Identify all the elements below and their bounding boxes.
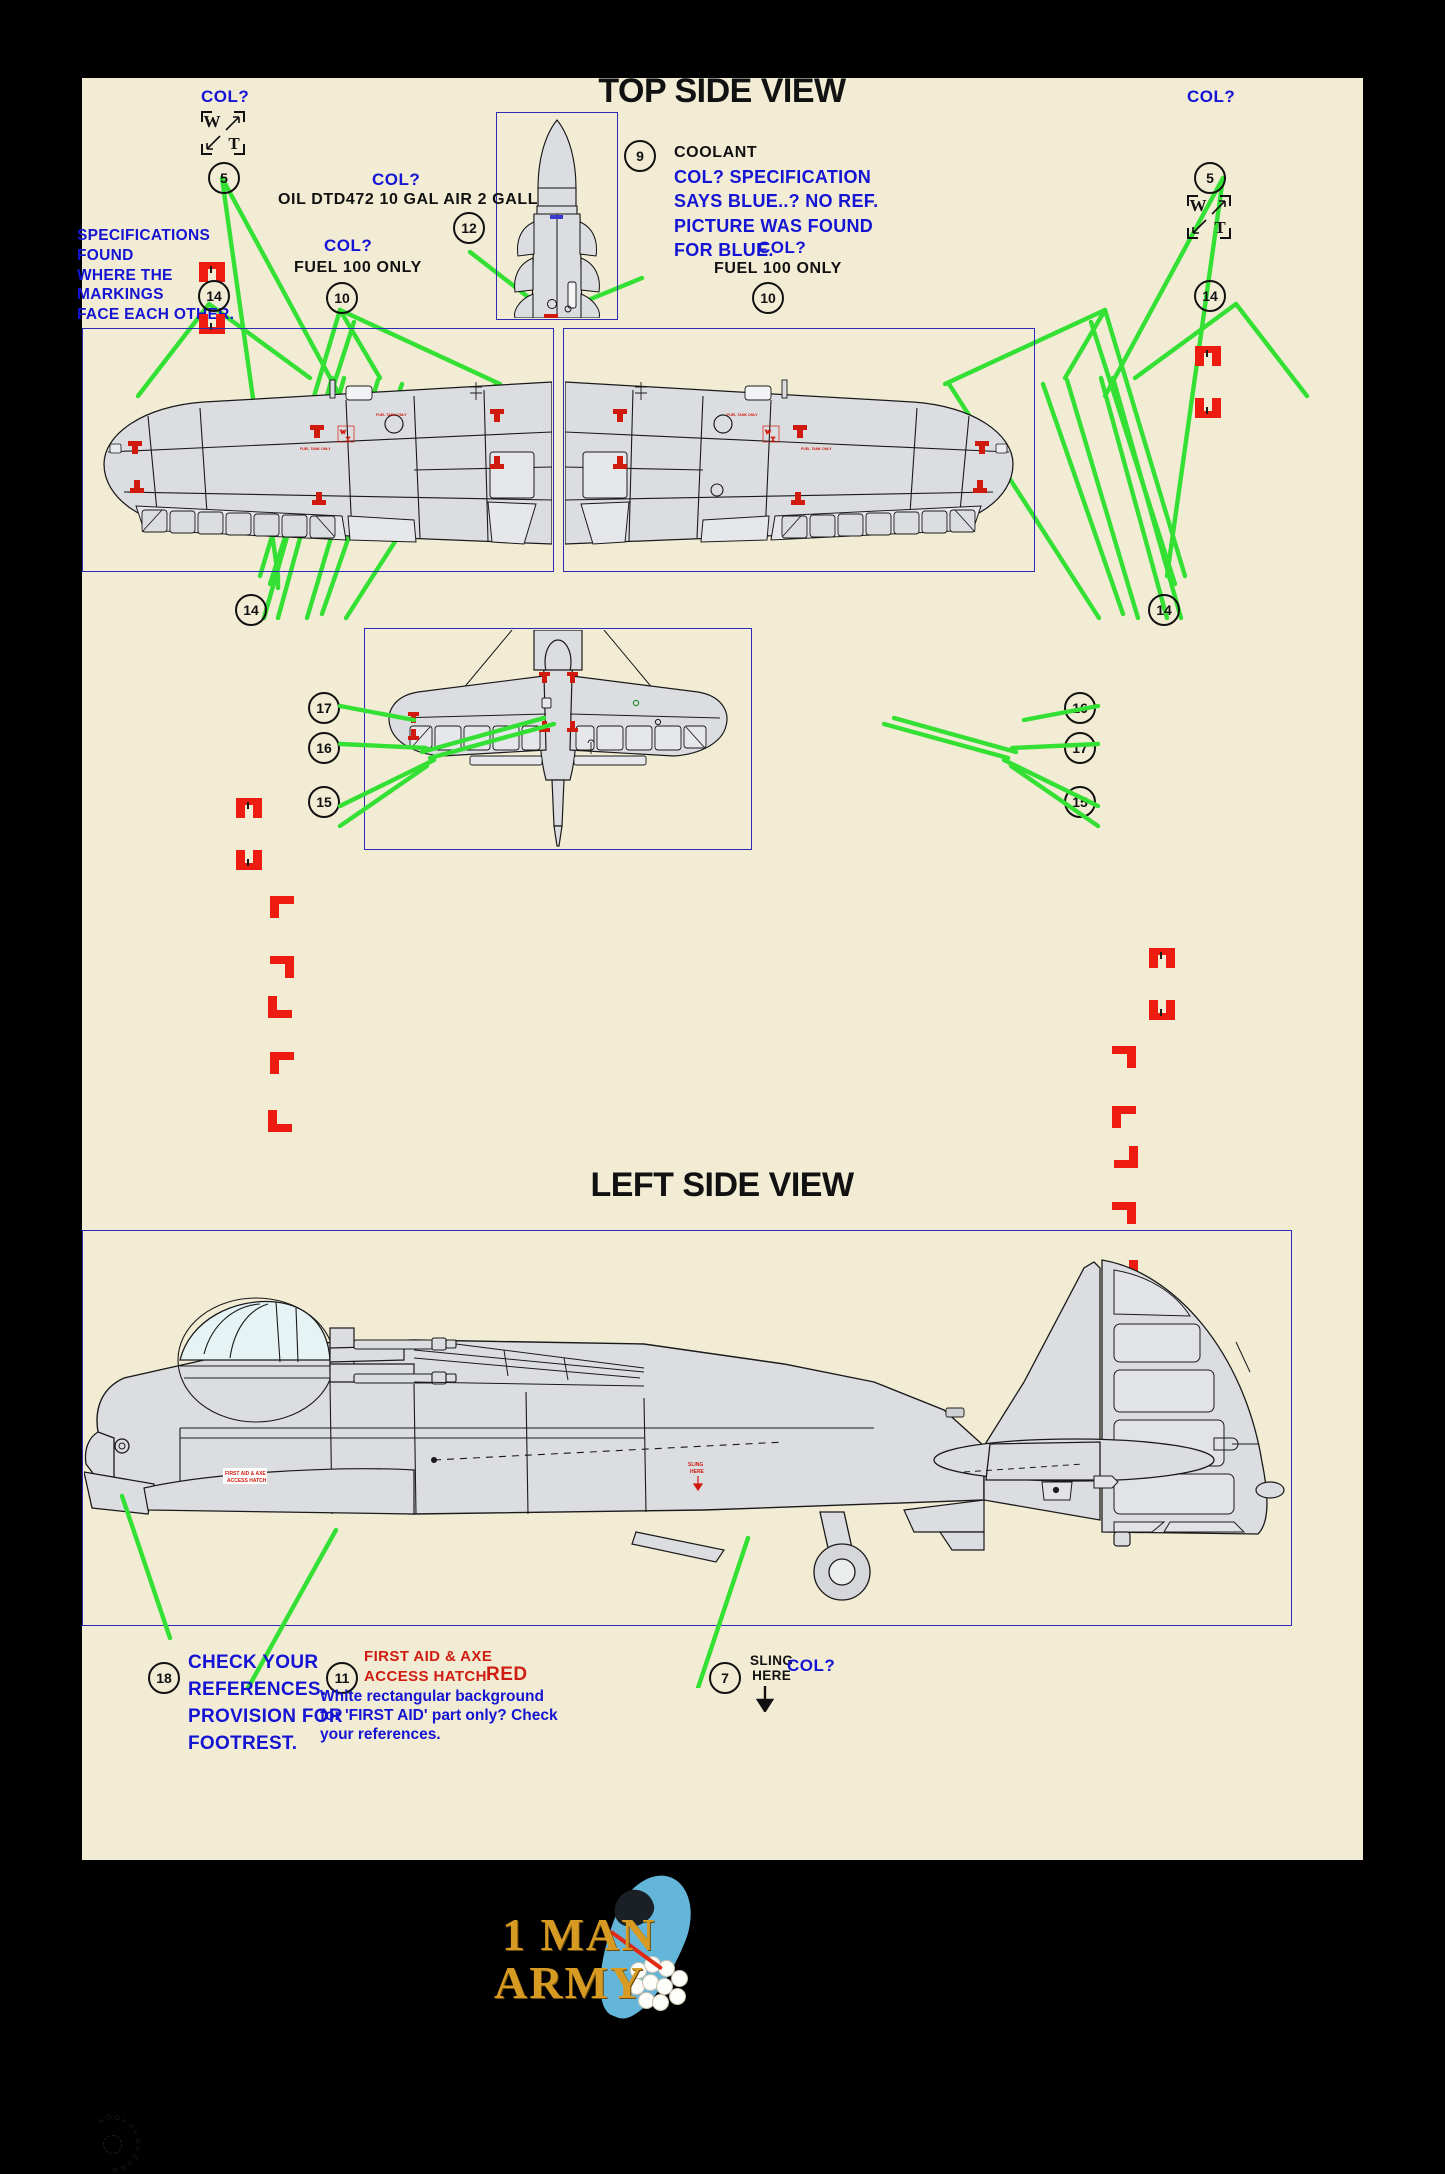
- callout-lines-top: [135, 175, 1310, 591]
- fuel-spec-label-left: FUEL 100 ONLY: [294, 259, 422, 276]
- left-wing-drawing: FUEL TANK ONLY FUEL TANK ONLY W T: [103, 379, 552, 545]
- callout-bubble-14-wing-left[interactable]: 14: [235, 594, 267, 626]
- red-bracket-left-lower: [199, 314, 225, 334]
- wt-stencil-left: W T: [201, 111, 245, 155]
- col-label-oil: COL?: [372, 170, 421, 189]
- callout-bubble-12[interactable]: 12: [453, 212, 485, 244]
- coolant-note: COL? SPECIFICATION SAYS BLUE..? NO REF. …: [674, 167, 879, 260]
- first-aid-red-word: RED: [486, 1664, 528, 1685]
- callout-bubble-18[interactable]: 18: [148, 1662, 180, 1694]
- drawing-sheet: TOP SIDE VIEW: [77, 72, 1363, 2174]
- wt-stencil-right: W T: [1187, 195, 1231, 239]
- callout-bubble-17-left[interactable]: 17: [308, 692, 340, 724]
- underside-view-frame: [364, 628, 752, 850]
- page-title-left-view: LEFT SIDE VIEW: [590, 1166, 854, 1204]
- red-bracket-wing-left-b: [236, 850, 262, 870]
- sling-arrow-icon: [755, 1686, 775, 1712]
- col-label-right-wt: COL?: [1187, 87, 1236, 106]
- callout-bubble-5-right[interactable]: 5: [1194, 162, 1226, 194]
- callout-bubble-11[interactable]: 11: [326, 1662, 358, 1694]
- red-corner-bracket-16-right: [1112, 1046, 1136, 1068]
- callout-bubble-14-left[interactable]: 14: [198, 280, 230, 312]
- col-label-fuel-right: COL?: [758, 238, 807, 257]
- wt-letter-t-right: T: [1214, 218, 1226, 237]
- logo-group: 1 MAN ARMY: [480, 1863, 810, 2038]
- fuel-spec-label-right: FUEL 100 ONLY: [714, 260, 842, 277]
- svg-text:FIRST AID & AXE: FIRST AID & AXE: [225, 1471, 266, 1477]
- callout-lines-bottom: [119, 1493, 751, 1688]
- callout-bubble-9-coolant[interactable]: 9: [624, 140, 656, 172]
- callout-bubble-5-left[interactable]: 5: [208, 162, 240, 194]
- logo-area: 1 MAN ARMY: [0, 1863, 1445, 2043]
- red-corner-bracket-17-right-b: [1114, 1146, 1138, 1168]
- callout-lines-underside: [337, 703, 1101, 829]
- col-label-left-wt: COL?: [201, 87, 250, 106]
- right-wing-drawing: FUEL TANK ONLY FUEL TANK ONLY W T: [565, 379, 1014, 545]
- callout-bubble-7[interactable]: 7: [709, 1662, 741, 1694]
- red-bracket-wing-right-b: [1149, 1000, 1175, 1020]
- left-side-view-frame: [82, 1230, 1292, 1626]
- left-side-view-drawing: FIRST AID & AXE ACCESS HATCH SLING HERE: [84, 1259, 1285, 1601]
- svg-text:T: T: [346, 437, 350, 443]
- red-bracket-wing-right-a: [1149, 948, 1175, 968]
- svg-text:FUEL TANK ONLY: FUEL TANK ONLY: [376, 413, 407, 417]
- wt-letter-w-right: W: [1189, 196, 1207, 215]
- callout-bubble-14-right[interactable]: 14: [1194, 280, 1226, 312]
- first-aid-note: White rectangular background for 'FIRST …: [320, 1688, 558, 1743]
- note-check-references: CHECK YOUR REFERENCES. PROVISION FOR FOO…: [188, 1652, 343, 1754]
- oil-spec-label: OIL DTD472 10 GAL AIR 2 GALL: [278, 191, 539, 208]
- svg-text:HERE: HERE: [690, 1469, 705, 1475]
- col-label-fuel-left: COL?: [324, 236, 373, 255]
- callout-bubble-15-left[interactable]: 15: [308, 786, 340, 818]
- nose-detail-frame: [496, 112, 618, 320]
- logo-line-1: 1 MAN: [502, 1909, 657, 1960]
- red-bracket-wing-left-a: [236, 798, 262, 818]
- red-bracket-right-lower: [1195, 398, 1221, 418]
- callout-bubble-10-left[interactable]: 10: [326, 282, 358, 314]
- svg-text:W: W: [765, 430, 771, 436]
- page-title-top-view: TOP SIDE VIEW: [598, 72, 846, 110]
- svg-text:T: T: [771, 437, 775, 443]
- coolant-label: COOLANT: [674, 144, 758, 161]
- wt-letter-w: W: [203, 112, 221, 131]
- red-corner-bracket-15-left-b: [268, 1110, 292, 1132]
- red-corner-bracket-15-left: [270, 1052, 294, 1074]
- red-bracket-left-upper: [199, 262, 225, 282]
- svg-text:FUEL TANK ONLY: FUEL TANK ONLY: [801, 447, 832, 451]
- sling-here-label: SLING HERE: [750, 1653, 794, 1683]
- left-wing-frame: [82, 328, 554, 572]
- red-bracket-right-upper: [1195, 346, 1221, 366]
- svg-text:W: W: [340, 430, 346, 436]
- svg-text:FUEL TANK ONLY: FUEL TANK ONLY: [300, 447, 331, 451]
- shark-teeth-icon: [628, 1956, 690, 2016]
- red-corner-bracket-16-left: [270, 956, 294, 978]
- col-label-sling: COL?: [787, 1656, 836, 1675]
- red-corner-bracket-17-right: [1112, 1106, 1136, 1128]
- callout-bubble-14-wing-right[interactable]: 14: [1148, 594, 1180, 626]
- red-corner-bracket-16-left-b: [268, 996, 292, 1018]
- callout-bubble-16-left[interactable]: 16: [308, 732, 340, 764]
- svg-text:SLING: SLING: [688, 1462, 703, 1468]
- svg-text:FUEL TANK ONLY: FUEL TANK ONLY: [727, 413, 758, 417]
- first-aid-hatch-line1: FIRST AID & AXE: [364, 1648, 493, 1665]
- red-corner-bracket-17-left: [270, 896, 294, 918]
- svg-text:ACCESS HATCH: ACCESS HATCH: [227, 1478, 267, 1484]
- foot-step-here-marking: F O O T S T E P H E R E: [95, 2113, 142, 2174]
- nose-top-view-drawing: [514, 119, 600, 318]
- foot-step-ring: [103, 2135, 122, 2154]
- first-aid-hatch-line2: ACCESS HATCH: [364, 1668, 487, 1685]
- red-corner-bracket-15-right: [1112, 1202, 1136, 1224]
- wt-letter-t: T: [228, 134, 240, 153]
- callout-bubble-10-right[interactable]: 10: [752, 282, 784, 314]
- right-wing-frame: [563, 328, 1035, 572]
- logo-line-2: ARMY: [494, 1957, 646, 2008]
